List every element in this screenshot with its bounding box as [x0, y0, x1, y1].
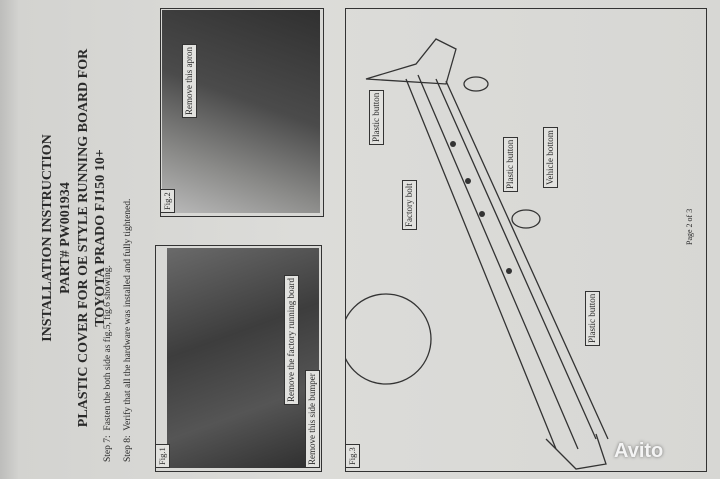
step-text: Fasten the both side as fig.5, fig.6 sho…: [103, 265, 113, 431]
step-7: Step 7: Fasten the both side as fig.5, f…: [102, 265, 114, 462]
callout-plastic-button-3: Plastic button: [585, 290, 600, 346]
bracket-rear: [545, 433, 607, 470]
callout-factory-bolt: Factory bolt: [402, 180, 417, 230]
figure-2-label: Fig.2: [160, 189, 175, 213]
step-8: Step 8: Verify that all the hardware was…: [122, 199, 134, 462]
figure-3-label: Fig.3: [345, 444, 360, 468]
vehicle-bottom-shape: [511, 209, 541, 229]
callout-remove-running-board: Remove the factory running board: [284, 275, 299, 405]
bracket-front: [365, 38, 457, 85]
detail-circle: [340, 293, 432, 385]
running-board-diagram: [340, 38, 609, 470]
title-line-1: INSTALLATION INSTRUCTION: [40, 134, 55, 342]
title-line-3: PLASTIC COVER FOR OE STYLE RUNNING BOARD…: [76, 48, 91, 428]
step-label: Step 7:: [103, 435, 113, 462]
callout-vehicle-bottom: Vehicle bottom: [543, 127, 558, 188]
page-number: Page 2 of 3: [685, 208, 694, 245]
step-label: Step 8:: [123, 435, 133, 462]
avito-watermark: Avito: [614, 440, 664, 462]
figure-3: [340, 8, 707, 472]
callout-remove-apron: Remove this apron: [182, 44, 197, 118]
callout-remove-side-bumper: Remove this side bumper: [305, 370, 320, 468]
callout-plastic-button-1: Plastic button: [369, 89, 384, 145]
title-line-2: PART# PW001934: [58, 182, 73, 294]
vehicle-bottom-shape: [463, 76, 489, 92]
figure-1-label: Fig.1: [155, 444, 170, 468]
running-board-outline: [405, 74, 609, 450]
page-edge: [0, 0, 22, 479]
step-text: Verify that all the hardware was install…: [123, 198, 133, 431]
callout-plastic-button-2: Plastic button: [503, 136, 518, 192]
